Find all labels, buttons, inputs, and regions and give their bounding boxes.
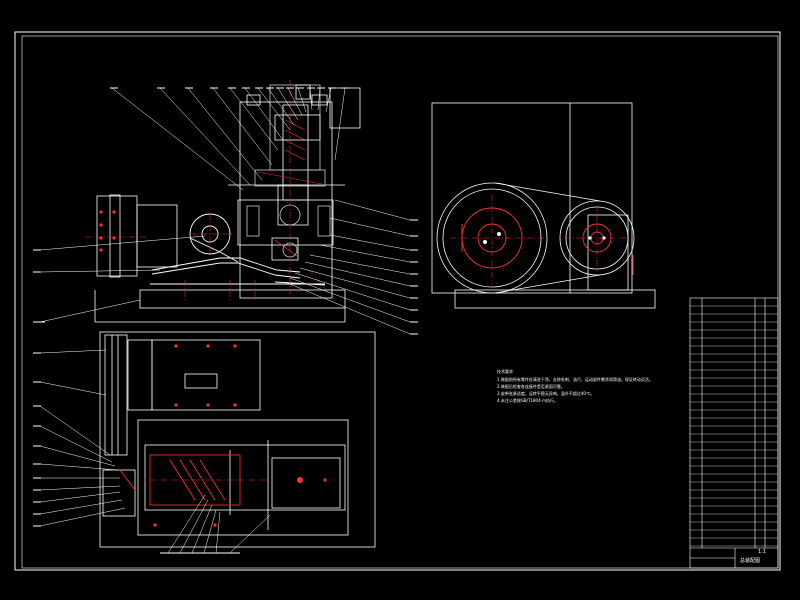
note-line-1: 1.装配前所有零件应清洗干净，去除毛刺、油污，运动部件需涂润滑油，保证转动灵活。 (497, 377, 653, 382)
parts-list (689, 297, 779, 569)
front-view-balloon-ticks (33, 87, 418, 335)
side-view (431, 102, 656, 309)
top-view-leaders (39, 349, 271, 554)
parts-list-rows (690, 305, 778, 547)
top-view-balloon-ticks (33, 352, 240, 554)
front-view (94, 84, 361, 323)
gear-cluster (246, 84, 331, 258)
note-line-4: 4.未注公差按GB/T1804-m执行。 (497, 398, 558, 403)
front-view-leaders (39, 87, 411, 335)
top-view-bolts (153, 344, 327, 527)
note-line-3: 3.皮带张紧适度，运转平稳无异响，温升不超过40℃。 (497, 391, 595, 396)
front-view-hatch (257, 119, 323, 257)
side-view-hub (483, 232, 606, 244)
technical-requirements: 技术要求 1.装配前所有零件应清洗干净，去除毛刺、油污，运动部件需涂润滑油，保证… (497, 368, 672, 404)
title-block-scale: 1:1 (758, 549, 766, 555)
front-view-centerlines (85, 80, 331, 300)
top-view (99, 331, 376, 548)
notes-title: 技术要求 (497, 369, 513, 374)
top-view-section-red (119, 454, 270, 506)
note-line-2: 2.装配后检查各连接件是否紧固可靠。 (497, 384, 565, 389)
motor-bolts (99, 210, 116, 252)
drawing-frame (14, 31, 781, 571)
side-view-pulleys-red (450, 195, 634, 285)
pulley-linkage (150, 213, 326, 286)
title-block-drawing-name: 总装配图 (740, 557, 760, 564)
